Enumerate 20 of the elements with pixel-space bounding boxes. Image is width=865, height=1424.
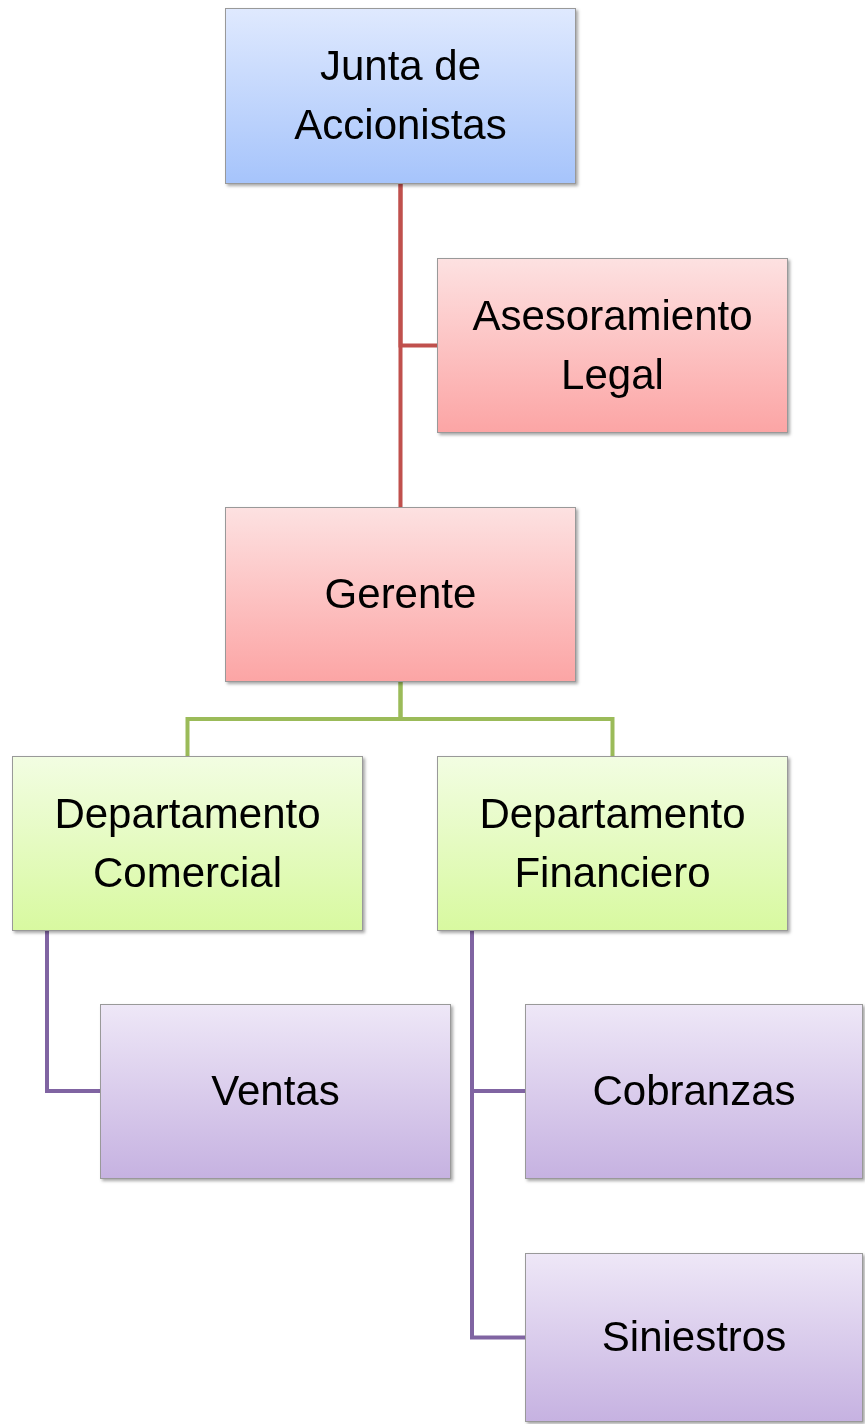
org-box <box>437 756 788 931</box>
box-label: Cobranzas <box>592 1066 796 1117</box>
box-label: Departamento Financiero <box>478 788 747 898</box>
box-label: Ventas <box>211 1066 340 1117</box>
box-label: Gerente <box>324 569 477 620</box>
box-label: Asesoramiento Legal <box>471 290 754 400</box>
org-box <box>100 1004 451 1179</box>
org-box <box>225 8 576 184</box>
connector-line <box>45 931 100 1093</box>
box-label: Siniestros <box>601 1312 787 1363</box>
org-box <box>12 756 363 931</box>
org-box <box>225 507 576 682</box>
org-box <box>437 258 788 433</box>
connector-line <box>398 184 403 507</box>
org-box <box>525 1253 863 1422</box>
connector-line <box>398 682 615 756</box>
box-label: Junta de Accionistas <box>293 41 508 150</box>
box-label: Departamento Comercial <box>53 788 322 898</box>
connector-line <box>470 931 525 1340</box>
org-box <box>525 1004 863 1179</box>
